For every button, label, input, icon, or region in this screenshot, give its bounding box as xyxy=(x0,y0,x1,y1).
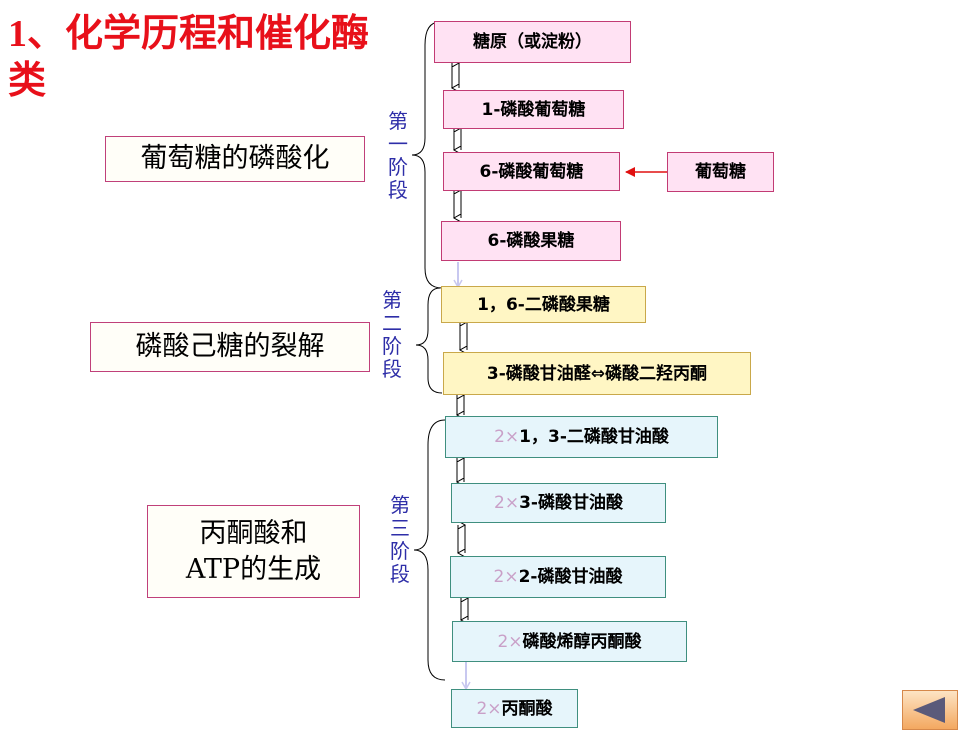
brace-stage-3 xyxy=(413,419,446,681)
step-triose-phosphates: 3-磷酸甘油醛⇔磷酸二羟丙酮 xyxy=(443,352,751,395)
left-arrow-icon xyxy=(913,697,945,723)
step-pyruvate: 2×丙酮酸 xyxy=(451,689,578,728)
step-3-phosphoglycerate: 2×3-磷酸甘油酸 xyxy=(451,483,666,523)
page-title: 1、化学历程和催化酶类 xyxy=(8,11,370,102)
section-label-phosphorylation: 葡萄糖的磷酸化 xyxy=(105,136,365,182)
section-label-cleavage: 磷酸己糖的裂解 xyxy=(90,322,370,372)
side-input-glucose: 葡萄糖 xyxy=(667,152,774,192)
step-fructose-1-6-bisphosphate: 1，6-二磷酸果糖 xyxy=(441,286,646,323)
step-1-3-bisphosphoglycerate: 2×1，3-二磷酸甘油酸 xyxy=(445,416,718,458)
step-glycogen: 糖原（或淀粉） xyxy=(434,21,631,63)
stage-label-1: 第一阶段 xyxy=(388,109,408,202)
stage-label-3: 第三阶段 xyxy=(390,493,410,586)
brace-stage-2 xyxy=(415,287,443,394)
step-2-phosphoglycerate: 2×2-磷酸甘油酸 xyxy=(450,556,666,598)
back-nav-button[interactable] xyxy=(902,690,958,730)
step-glucose-1-phosphate: 1-磷酸葡萄糖 xyxy=(443,90,624,129)
brace-stage-1 xyxy=(411,21,443,289)
step-phosphoenolpyruvate: 2×磷酸烯醇丙酮酸 xyxy=(452,621,687,662)
step-fructose-6-phosphate: 6-磷酸果糖 xyxy=(441,221,621,261)
step-glucose-6-phosphate: 6-磷酸葡萄糖 xyxy=(443,152,620,191)
stage-label-2: 第二阶段 xyxy=(382,288,402,381)
